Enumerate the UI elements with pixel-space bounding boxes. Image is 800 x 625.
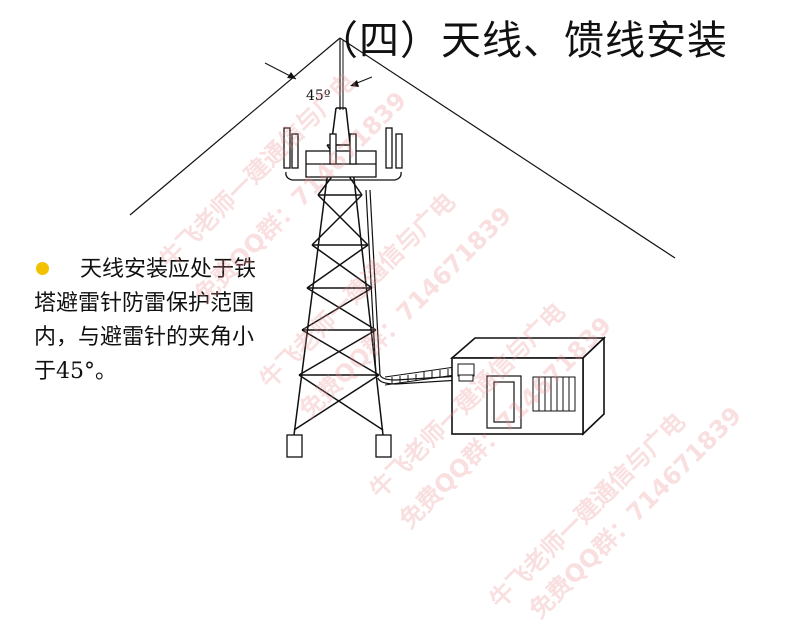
shelter-door	[486, 375, 522, 429]
angle-label: 45º	[306, 88, 330, 104]
page-title: （四）天线、馈线安装	[318, 18, 728, 64]
tower-foundation-right	[375, 434, 392, 458]
protection-boundary-right	[339, 37, 676, 259]
protection-boundary-left	[129, 37, 341, 216]
bullet-dot-icon	[36, 262, 49, 275]
shelter-vent	[532, 376, 576, 412]
feeder-window	[457, 363, 475, 382]
antenna-panels	[283, 127, 403, 169]
bullet-item: 天线安装应处于铁塔避雷针防雷保护范围内，与避雷针的夹角小于45°。	[34, 253, 264, 389]
antenna-tower-diagram: 45º	[129, 37, 676, 458]
bullet-text: 天线安装应处于铁塔避雷针防雷保护范围内，与避雷针的夹角小于45°。	[34, 257, 257, 384]
feeder-cable	[365, 189, 461, 385]
tower-foundation-left	[286, 434, 303, 458]
antenna-platform	[285, 150, 402, 181]
equipment-shelter	[449, 336, 606, 436]
